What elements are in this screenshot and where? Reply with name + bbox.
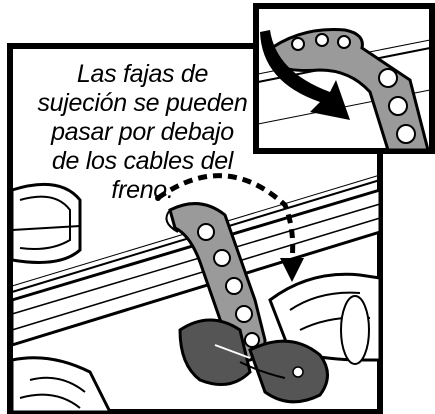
caption-line-1: Las fajas de xyxy=(76,60,209,88)
caption-line-2: sujeción se pueden xyxy=(37,89,248,117)
instruction-caption: Las fajas de sujeción se pueden pasar po… xyxy=(30,60,255,205)
caption-line-4: de los cables del xyxy=(51,147,234,175)
buckle xyxy=(178,318,329,404)
caption-line-5: freno. xyxy=(111,176,174,204)
curved-arrow-icon xyxy=(155,173,304,282)
caption-line-3: pasar por debajo xyxy=(51,118,234,146)
strap xyxy=(165,202,267,362)
inset-arrow-icon xyxy=(260,30,350,120)
lower-arms xyxy=(10,356,113,414)
inset-panel xyxy=(253,3,435,154)
left-clamp xyxy=(10,182,82,264)
right-cradle xyxy=(268,272,382,365)
